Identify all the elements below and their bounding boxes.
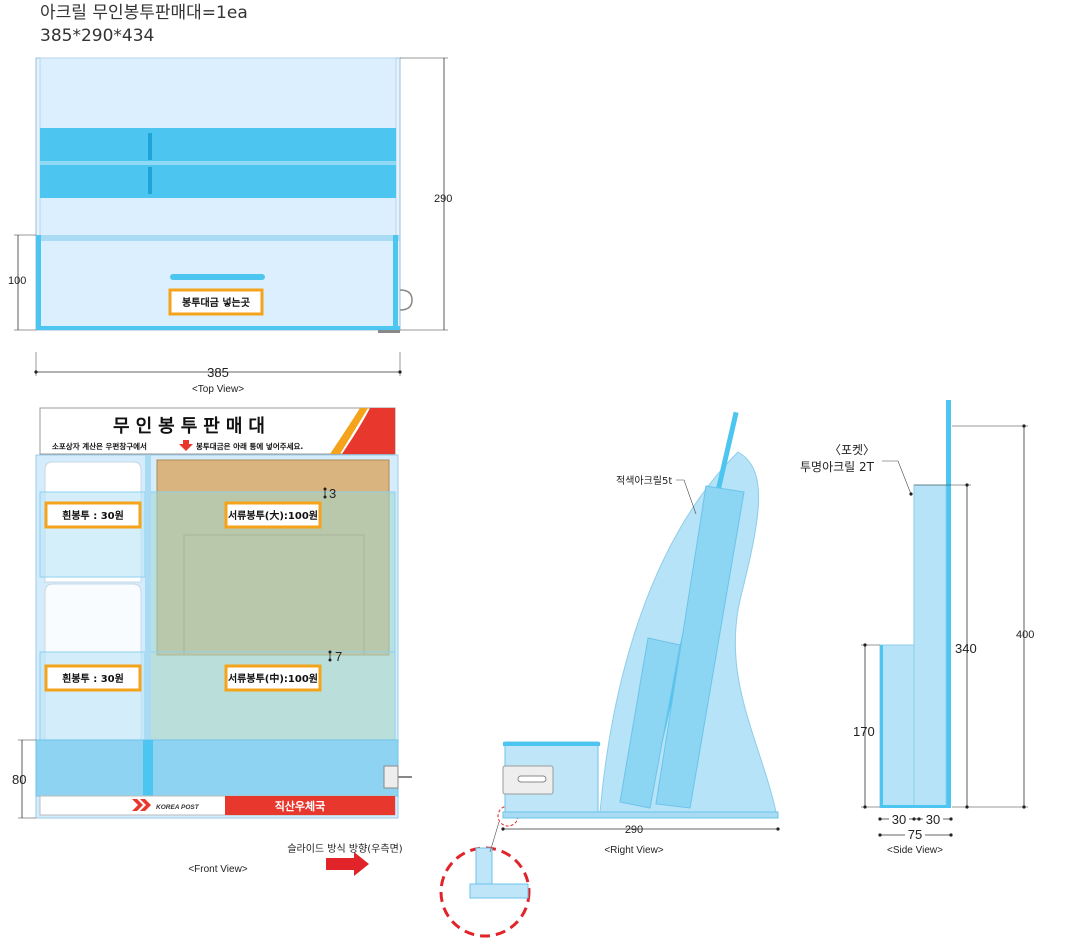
office-name: 직산우체국 [275,799,326,813]
detail-callout [439,805,531,938]
price-label-box-2 [224,501,322,529]
right-view-pocket-upper [655,485,745,809]
side-dim-400: 400 [1016,629,1034,641]
top-view-lower-right [393,235,398,330]
top-dim-385: 385 [207,365,229,380]
front-dim-80: 80 [12,772,26,787]
top-view-slot-label: 봉투대금 넣는곳 [182,296,250,309]
right-view-coin-box-top [503,742,600,746]
side-view-caption: <Side View> [887,845,943,856]
side-view: 〈포켓〉 투명아크릴 2T 400 340 170 30 30 75 <Side… [800,400,1034,856]
slide-direction-note: 슬라이드 방식 방향(우측면) [287,843,402,855]
product-title: 아크릴 무인봉투판매대=1ea [40,3,248,23]
right-view-base [502,811,779,819]
pocket-material: 투명아크릴 2T [800,460,875,474]
side-view-back-rod [946,400,951,807]
pocket-title: 〈포켓〉 [829,443,875,457]
korea-post-label: KOREA POST [156,804,200,811]
side-dim-75: 75 [908,827,922,842]
right-view-pocket-lower [619,637,681,809]
top-view-band-stripe [40,161,396,165]
top-view-lower-left [36,235,41,330]
callout-leader [489,821,500,853]
right-dim-290: 290 [625,824,643,836]
front-dim-3: 3 [329,486,336,501]
down-arrow-icon [179,440,193,451]
front-view-caption: <Front View> [188,864,247,875]
side-view-lower-edge [880,645,883,807]
top-view-slot-label-box [168,288,264,316]
right-view-material-note: 적색아크릴5t [616,474,672,487]
top-view-latch [399,289,413,311]
coin-box-hinge [383,765,399,789]
right-view-handle-slot [517,775,547,783]
side-dim-340: 340 [955,641,977,656]
price-label-box-1 [44,501,142,529]
side-dim-170: 170 [853,724,875,739]
top-view: 봉투대금 넣는곳 290 100 385 <Top View> [8,57,452,395]
sign-swoosh-red [342,408,395,454]
product-size: 385*290*434 [40,26,154,46]
top-view-caption: <Top View> [192,384,244,395]
coin-box-edge [143,740,153,796]
price-label-box-4 [224,664,322,692]
top-view-bottom-edge [36,326,400,330]
top-dim-290: 290 [434,193,452,205]
price-label-2: 서류봉투(大):100원 [228,509,318,522]
sign-left-note: 소포상자 계산은 우편창구에서 [52,441,147,451]
callout-part-base [469,883,529,899]
callout-circle [439,846,531,938]
right-view: 적색아크릴5t 290 <Right View> [501,411,780,856]
front-view: 무인봉투판매대 소포상자 계산은 우편창구에서 봉투대금은 아래 통에 넣어주세… [12,407,412,875]
side-dim-30a: 30 [892,812,906,827]
top-view-coin-slot [170,274,265,280]
side-view-lower-pocket [879,644,915,808]
side-dim-30b: 30 [926,812,940,827]
side-view-base [880,805,951,808]
side-view-upper-pocket [913,484,947,808]
sign-title: 무인봉투판매대 [113,416,271,437]
right-view-material-leader [676,479,697,515]
sign-swoosh-orange [330,408,368,454]
price-label-1: 흰봉투 : 30원 [62,509,124,522]
top-view-lower-rail [36,235,400,241]
slide-arrow-icon [326,852,369,876]
coin-box [35,739,399,797]
price-label-box-3 [44,664,142,692]
price-label-3: 흰봉투 : 30원 [62,672,124,685]
korea-post-logo-icon [132,799,151,811]
top-view-divider-2 [148,167,152,194]
price-label-4: 서류봉투(中):100원 [228,672,318,685]
top-view-band-2 [40,163,396,198]
top-view-band-1 [40,128,396,163]
sign-right-note: 봉투대금은 아래 통에 넣어주세요. [196,441,303,451]
top-view-latch-base [378,330,400,333]
office-name-bar [225,796,395,815]
front-mid-post [145,455,151,745]
front-dim-7: 7 [335,649,342,664]
pocket-leader [882,460,912,495]
top-dim-100: 100 [8,275,26,287]
right-view-caption: <Right View> [604,845,663,856]
top-view-divider [148,133,152,160]
